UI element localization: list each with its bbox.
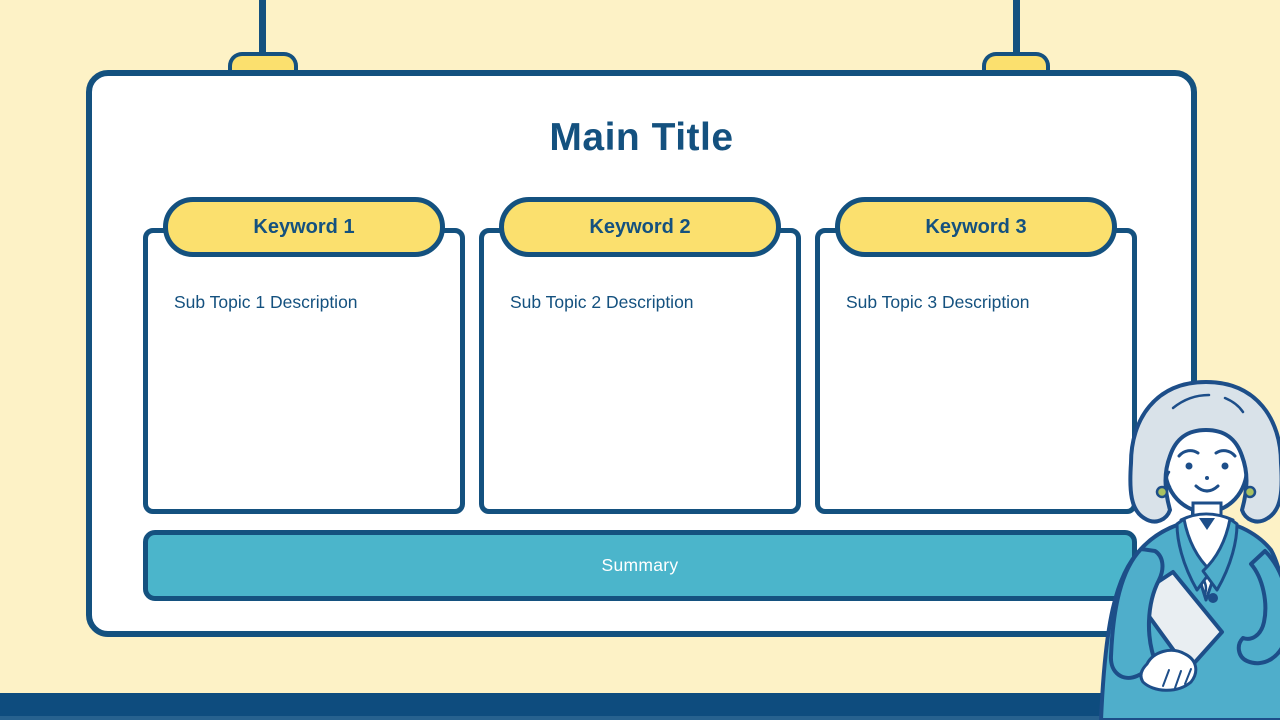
topic-box-3[interactable]: Sub Topic 3 Description	[815, 228, 1137, 514]
keyword-label-1: Keyword 1	[253, 215, 355, 238]
hanging-string-right	[1013, 0, 1020, 56]
footer-bar	[0, 693, 1280, 720]
page-title[interactable]: Main Title	[549, 116, 734, 159]
topic-column-1: Sub Topic 1 Description Keyword 1	[143, 197, 465, 514]
keyword-pill-1[interactable]: Keyword 1	[163, 197, 445, 257]
keyword-pill-2[interactable]: Keyword 2	[499, 197, 781, 257]
clip-right	[982, 52, 1050, 74]
presenter-earring-right	[1243, 485, 1257, 499]
slide-board: Main Title Sub Topic 1 Description Keywo…	[86, 70, 1197, 637]
footer-edge-line	[0, 716, 1280, 720]
topic-description-3: Sub Topic 3 Description	[846, 292, 1030, 312]
topic-box-1[interactable]: Sub Topic 1 Description	[143, 228, 465, 514]
topic-box-2[interactable]: Sub Topic 2 Description	[479, 228, 801, 514]
presenter-hair	[1128, 380, 1280, 524]
presenter-earring-left	[1155, 485, 1169, 499]
summary-label: Summary	[601, 555, 679, 575]
topic-description-2: Sub Topic 2 Description	[510, 292, 694, 312]
presenter-illustration	[1099, 380, 1280, 720]
hanging-string-left	[259, 0, 266, 56]
summary-bar[interactable]: Summary	[143, 530, 1137, 601]
keyword-label-3: Keyword 3	[925, 215, 1027, 238]
keyword-pill-3[interactable]: Keyword 3	[835, 197, 1117, 257]
clip-left	[228, 52, 298, 74]
topic-column-2: Sub Topic 2 Description Keyword 2	[479, 197, 801, 514]
topic-description-1: Sub Topic 1 Description	[174, 292, 358, 312]
keyword-label-2: Keyword 2	[589, 215, 691, 238]
topic-column-3: Sub Topic 3 Description Keyword 3	[815, 197, 1137, 514]
